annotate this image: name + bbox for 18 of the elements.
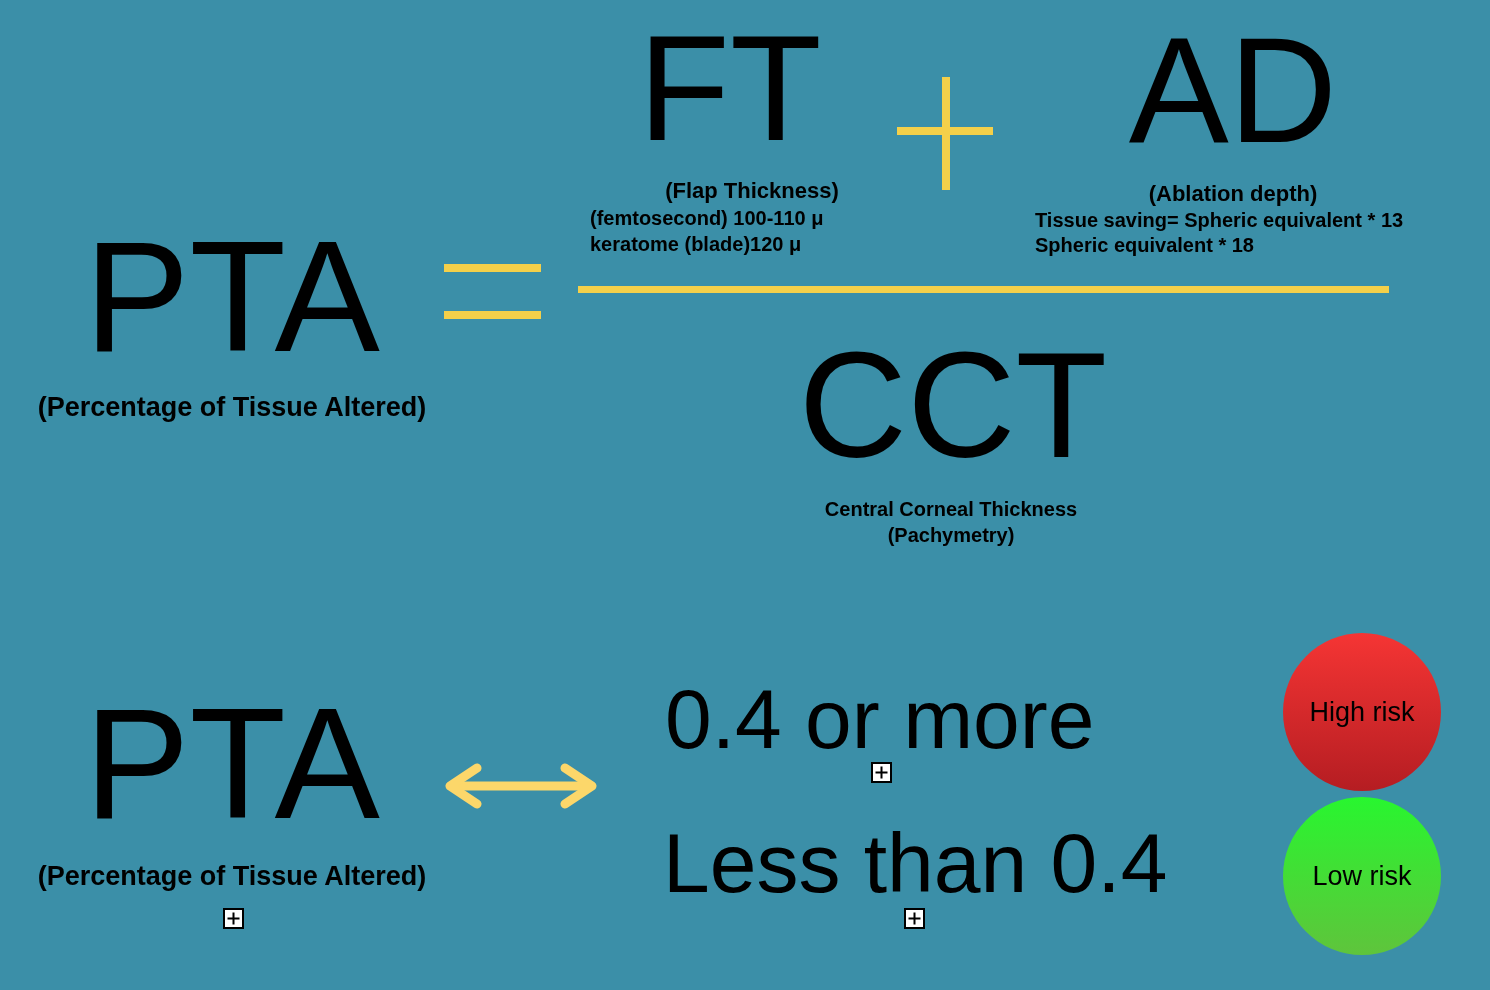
formula-term: CCT xyxy=(798,330,1108,480)
risk-level-circle: Low risk xyxy=(1283,797,1441,955)
formula-term: AD xyxy=(1128,15,1338,165)
term-definition: (Percentage of Tissue Altered) xyxy=(37,860,427,893)
term-definition: (Ablation depth) xyxy=(1148,181,1318,208)
term-definition: Central Corneal Thickness (Pachymetry) xyxy=(823,497,1079,548)
formula-term: PTA xyxy=(84,217,380,375)
formula-note: Spheric equivalent * 18 xyxy=(1035,233,1254,257)
risk-level-circle: High risk xyxy=(1283,633,1441,791)
formula-note: (femtosecond) 100-110 μ xyxy=(590,206,824,230)
formula-term: PTA xyxy=(84,684,380,842)
formula-note: keratome (blade)120 μ xyxy=(590,232,802,256)
formula-note: Tissue saving= Spheric equivalent * 13 xyxy=(1035,208,1404,232)
formula-term: FT xyxy=(638,13,822,163)
term-definition: (Percentage of Tissue Altered) xyxy=(37,391,427,424)
threshold-value: 0.4 or more xyxy=(665,677,1095,761)
threshold-value: Less than 0.4 xyxy=(663,821,1168,905)
term-definition: (Flap Thickness) xyxy=(665,178,839,205)
